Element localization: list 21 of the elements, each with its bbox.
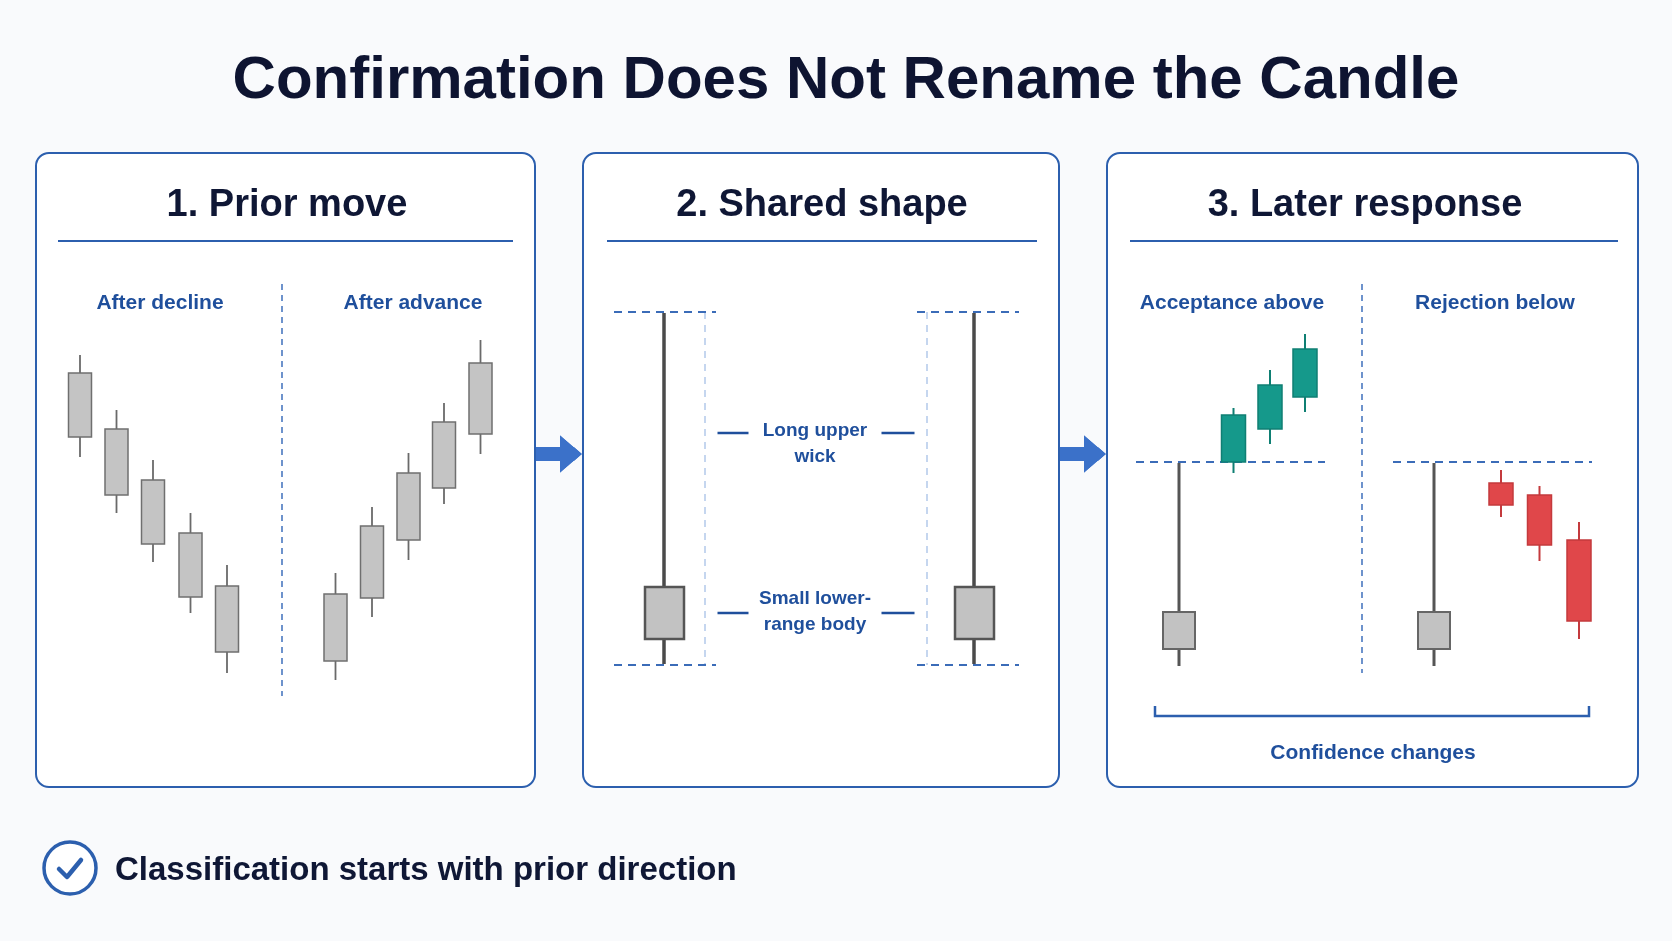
callout-label: Small lower-range body bbox=[748, 584, 882, 637]
column-heading: Rejection below bbox=[1415, 289, 1575, 315]
candlestick-illustration bbox=[914, 308, 1021, 668]
candlestick-illustration bbox=[611, 308, 718, 668]
leader-line bbox=[881, 611, 915, 615]
leader-line bbox=[881, 431, 915, 435]
arrow bbox=[1060, 435, 1106, 473]
panel-heading: 1. Prior move bbox=[166, 182, 408, 226]
column-heading: Acceptance above bbox=[1139, 289, 1325, 315]
column-heading: After decline bbox=[96, 289, 224, 315]
arrow bbox=[536, 435, 582, 473]
summary-text: Classification starts with prior direction bbox=[115, 850, 737, 888]
panel-heading: 2. Shared shape bbox=[676, 182, 968, 226]
step-panel bbox=[582, 152, 1060, 788]
leader-line bbox=[717, 611, 749, 615]
leader-line bbox=[717, 431, 749, 435]
panel-heading: 3. Later response bbox=[1207, 182, 1523, 226]
title: Confirmation Does Not Rename the Candle bbox=[232, 42, 1460, 112]
column-heading: After advance bbox=[343, 289, 483, 315]
callout-label: Long upper wick bbox=[748, 416, 882, 469]
bracket-label: Confidence changes bbox=[1270, 739, 1476, 765]
